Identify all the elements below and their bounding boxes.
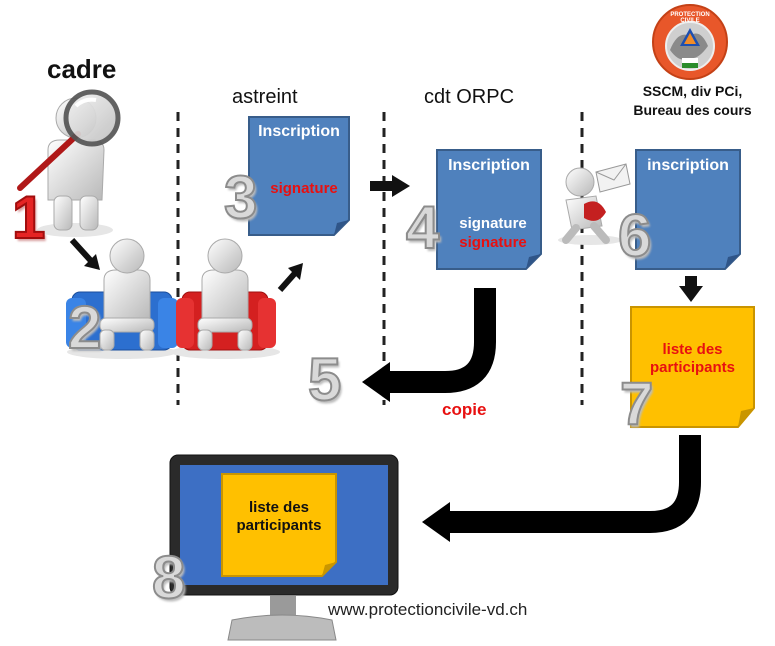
arrow-1-to-2: [69, 237, 100, 270]
list-8-label: liste des participants: [222, 499, 336, 535]
step-number-1: 1: [11, 184, 46, 251]
arrow-to-doc-3: [277, 263, 303, 292]
arrow-3-to-4: [370, 175, 410, 197]
lane-title-cdt: cdt ORPC: [424, 86, 515, 108]
copy-label: copie: [442, 400, 487, 419]
list-to-monitor-curved-arrow: [446, 435, 701, 533]
doc-3-signature: signature: [270, 180, 338, 197]
list-7-line-1: liste des: [662, 341, 723, 358]
step-number-6: 6: [617, 202, 652, 269]
seated-person-blue-icon: [66, 238, 178, 359]
step-number-4: 4: [405, 194, 440, 261]
org-title-line-2: Bureau des cours: [633, 102, 752, 118]
step-number-5: 5: [307, 346, 342, 413]
lane-title-astreint: astreint: [232, 86, 298, 108]
doc-4-title: Inscription: [448, 157, 530, 174]
list-8-line-1: liste des: [248, 499, 310, 516]
step-number-2: 2: [67, 294, 102, 361]
seated-person-red-icon: [170, 238, 280, 359]
list-7-line-2: participants: [649, 359, 736, 376]
step-number-7: 7: [619, 370, 654, 437]
copy-curved-arrow: [386, 288, 496, 393]
doc-4-signature-2: signature: [459, 234, 527, 251]
step-number-8: 8: [151, 544, 186, 611]
doc-3-title: Inscription: [258, 123, 340, 140]
step-number-3: 3: [223, 164, 258, 231]
list-8-line-2: participants: [236, 517, 322, 534]
website-url: www.protectioncivile-vd.ch: [328, 600, 528, 619]
doc-6-title: inscription: [647, 157, 729, 174]
list-7-label: liste des participants: [631, 341, 754, 377]
messenger-person-icon: [558, 163, 631, 245]
protection-civile-logo: [652, 4, 728, 80]
doc-4-signature-1: signature: [459, 215, 527, 232]
org-title: SSCM, div PCi, Bureau des cours: [610, 82, 775, 120]
org-title-line-1: SSCM, div PCi,: [642, 83, 743, 99]
lane-title-cadre: cadre: [47, 54, 117, 84]
arrow-6-to-7: [679, 276, 703, 302]
magnifier-person-icon: [17, 89, 121, 237]
logo-text: PROTECTION CIVILE: [670, 12, 710, 24]
